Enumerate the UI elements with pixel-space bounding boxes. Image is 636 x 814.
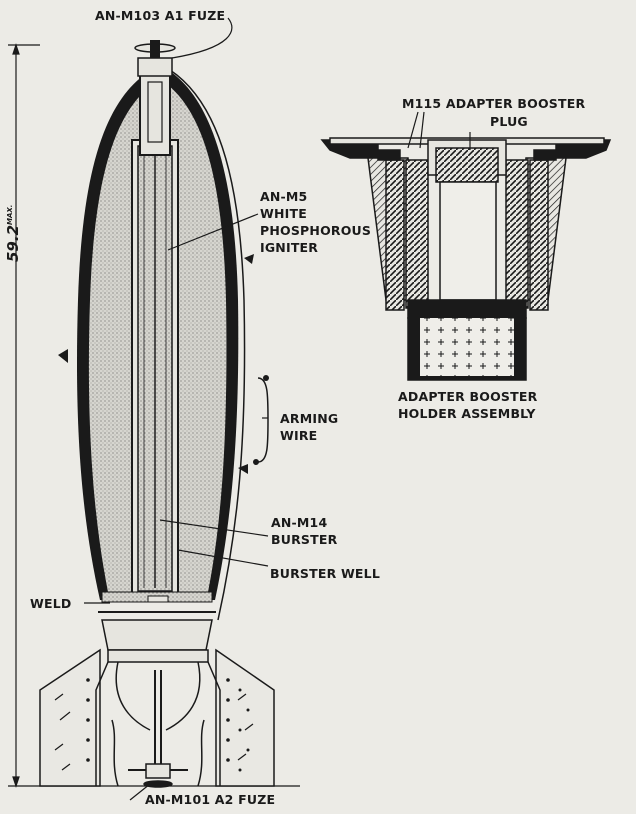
- label-burster-line-1: AN-M14: [271, 515, 328, 530]
- label-plug: PLUG: [490, 114, 528, 129]
- label-tail-fuze: AN-M101 A2 FUZE: [145, 792, 276, 807]
- label-weld: WELD: [30, 596, 72, 611]
- label-igniter-line-1: AN-M5: [260, 189, 308, 204]
- label-igniter-line-2: WHITE: [260, 206, 307, 221]
- tail-assembly: [39, 611, 275, 788]
- label-igniter-line-4: IGNITER: [260, 240, 319, 255]
- label-holder-line-2: HOLDER ASSEMBLY: [398, 406, 536, 421]
- dimension-value: 59.2: [4, 224, 22, 262]
- label-arming-wire: ARMING WIRE: [280, 410, 338, 444]
- label-igniter-line-3: PHOSPHOROUS: [260, 223, 372, 238]
- label-igniter: AN-M5 WHITE PHOSPHOROUS IGNITER: [260, 188, 371, 256]
- label-holder-assembly: ADAPTER BOOSTER HOLDER ASSEMBLY: [398, 388, 537, 422]
- label-arming-wire-line-1: ARMING: [280, 411, 339, 426]
- label-adapter-booster: M115 ADAPTER BOOSTER: [402, 96, 586, 111]
- bomb-body: [58, 40, 269, 621]
- label-burster-well: BURSTER WELL: [270, 566, 381, 581]
- label-top-fuze: AN-M103 A1 FUZE: [95, 8, 226, 23]
- dimension-label: 59.2MAX.: [4, 205, 22, 262]
- cutaway-leaders: [407, 111, 471, 150]
- label-burster-line-2: BURSTER: [271, 532, 338, 547]
- adapter-booster-cutaway: [320, 137, 612, 381]
- label-burster: AN-M14 BURSTER: [271, 514, 337, 548]
- leader-lines: [84, 17, 269, 801]
- dimension-suffix: MAX.: [6, 204, 14, 225]
- label-arming-wire-line-2: WIRE: [280, 428, 318, 443]
- label-holder-line-1: ADAPTER BOOSTER: [398, 389, 538, 404]
